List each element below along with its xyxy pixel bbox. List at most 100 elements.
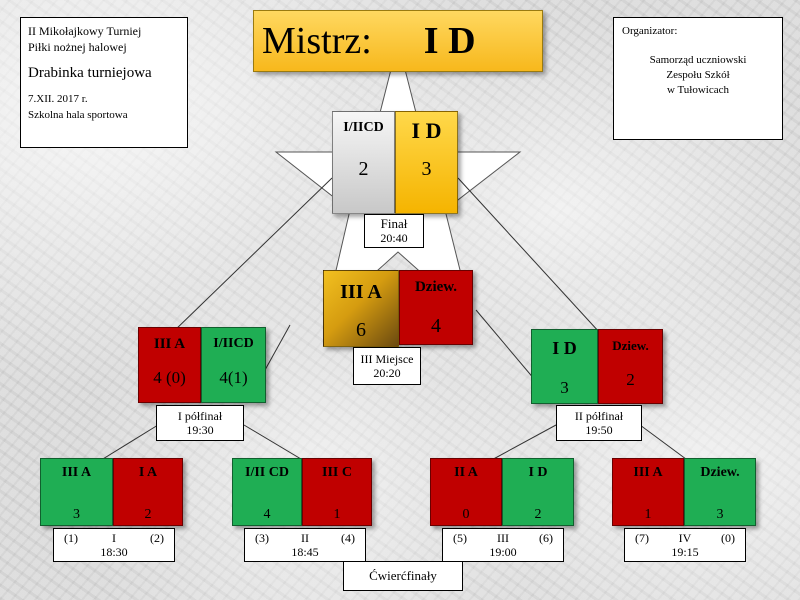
semifinal1-team1-name: III A: [153, 336, 186, 352]
quarterfinal2-round: II: [301, 531, 309, 545]
quarterfinal3-team2-tile: I D 2: [502, 458, 574, 526]
quarterfinal4-team2-tile: Dziew. 3: [684, 458, 756, 526]
semifinal1-label: I półfinał: [177, 409, 223, 423]
quarterfinal1-team1-score: 3: [73, 507, 80, 522]
quarterfinal3-seed1: (5): [453, 531, 467, 545]
third-place-team1-score: 6: [356, 319, 366, 341]
quarterfinal4-team2-score: 3: [716, 507, 724, 522]
quarterfinal1-team1-name: III A: [61, 465, 92, 480]
final-team1-tile: I/IICD 2: [332, 111, 395, 214]
third-place-label-box: III Miejsce 20:20: [353, 347, 421, 385]
final-team2-score: 3: [421, 158, 432, 180]
final-team2-name: I D: [411, 118, 442, 143]
semifinal1-time: 19:30: [186, 423, 214, 437]
semifinal1-team1-score: 4 (0): [153, 368, 186, 387]
champion-label: Mistrz:: [262, 20, 372, 62]
organizer-title: Organizator:: [622, 25, 678, 37]
quarterfinal3-time: 19:00: [489, 545, 517, 559]
quarterfinal2-seeds: (3) II (4): [245, 531, 365, 545]
quarterfinal1-seeds: (1) I (2): [54, 531, 174, 545]
quarterfinal3-team1-score: 0: [462, 507, 470, 522]
semifinal2-label: II półfinał: [574, 409, 624, 423]
quarterfinal2-team2-name: III C: [322, 465, 352, 480]
quarterfinal4-seeds: (7) IV (0): [625, 531, 745, 545]
semifinal1-team2-score: 4(1): [219, 368, 248, 387]
third-place-time: 20:20: [373, 366, 401, 380]
quarterfinal1-team2-score: 2: [144, 507, 152, 522]
quarterfinal2-team2-score: 1: [333, 507, 341, 522]
quarterfinal4-round: IV: [678, 531, 692, 545]
semifinal1-team1-tile: III A 4 (0): [138, 327, 201, 403]
semifinal1-label-box: I półfinał 19:30: [156, 405, 244, 441]
organizer-line2: Zespołu Szkół: [666, 69, 730, 81]
quarterfinal2-label-box: (3) II (4) 18:45: [244, 528, 366, 562]
quarterfinal4-team1-name: III A: [633, 465, 663, 480]
quarterfinal3-seeds: (5) III (6): [443, 531, 563, 545]
quarterfinal1-seed2: (2): [150, 531, 164, 545]
quarterfinal3-team2-name: I D: [528, 465, 548, 480]
quarterfinal2-team1-name: I/II CD: [245, 465, 289, 480]
quarterfinal4-seed1: (7): [635, 531, 649, 545]
final-team2-tile: I D 3: [395, 111, 458, 214]
quarterfinal4-label-box: (7) IV (0) 19:15: [624, 528, 746, 562]
quarterfinal4-team2-name: Dziew.: [700, 465, 740, 480]
semifinal2-team1-tile: I D 3: [531, 329, 598, 404]
semifinal2-team1-score: 3: [560, 378, 569, 397]
semifinal1-team2-tile: I/IICD 4(1): [201, 327, 266, 403]
quarterfinal3-round: III: [497, 531, 509, 545]
quarterfinal1-label-box: (1) I (2) 18:30: [53, 528, 175, 562]
quarterfinal2-time: 18:45: [291, 545, 319, 559]
final-team1-name: I/IICD: [343, 120, 384, 135]
semifinal1-team2-name: I/IICD: [213, 336, 254, 351]
quarterfinal3-seed2: (6): [539, 531, 553, 545]
bracket-heading: Drabinka turniejowa: [28, 65, 152, 81]
quarterfinal1-team2-name: I A: [138, 465, 158, 480]
semifinal2-team1-name: I D: [552, 338, 577, 358]
final-team1-score: 2: [358, 158, 369, 180]
organizer-box: Organizator: Samorząd uczniowski Zespołu…: [613, 17, 783, 140]
organizer-line3: w Tułowicach: [666, 84, 730, 96]
third-place-team2-tile: Dziew. 4: [399, 270, 473, 345]
quarterfinal2-team2-tile: III C 1: [302, 458, 372, 526]
semifinal2-label-box: II półfinał 19:50: [556, 405, 642, 441]
quarterfinal4-time: 19:15: [671, 545, 699, 559]
semifinal2-team2-tile: Dziew. 2: [598, 329, 663, 404]
quarterfinal3-team1-tile: II A 0: [430, 458, 502, 526]
final-label: Finał: [380, 216, 408, 231]
quarterfinal1-round: I: [112, 531, 116, 545]
third-place-team2-name: Dziew.: [414, 279, 458, 295]
semifinal2-team2-score: 2: [626, 370, 635, 389]
semifinal2-time: 19:50: [585, 423, 613, 437]
quarterfinal4-team1-tile: III A 1: [612, 458, 684, 526]
quarterfinal1-team1-tile: III A 3: [40, 458, 113, 526]
quarterfinal1-team2-tile: I A 2: [113, 458, 183, 526]
third-place-label: III Miejsce: [360, 352, 414, 366]
semifinal2-team2-name: Dziew.: [612, 338, 649, 353]
quarterfinals-caption: Ćwierćfinały: [343, 561, 463, 591]
quarterfinal1-seed1: (1): [64, 531, 78, 545]
quarterfinal2-seed1: (3): [255, 531, 269, 545]
quarterfinal3-label-box: (5) III (6) 19:00: [442, 528, 564, 562]
champion-team: I D: [423, 20, 476, 62]
tournament-date: 7.XII. 2017 r.: [28, 93, 88, 105]
tournament-venue: Szkolna hala sportowa: [28, 109, 128, 121]
tournament-title-line1: II Mikołajkowy Turniej: [28, 24, 142, 38]
quarterfinal3-team1-name: II A: [454, 465, 478, 480]
organizer-line1: Samorząd uczniowski: [649, 54, 747, 66]
final-time: 20:40: [380, 231, 408, 245]
quarterfinals-label: Ćwierćfinały: [369, 568, 437, 583]
quarterfinal2-team1-score: 4: [263, 507, 271, 522]
champion-banner: Mistrz: I D: [253, 10, 543, 72]
third-place-team1-tile: III A 6: [323, 270, 399, 347]
tournament-title-line2: Piłki nożnej halowej: [28, 40, 127, 54]
third-place-team1-name: III A: [340, 281, 382, 303]
quarterfinal2-team1-tile: I/II CD 4: [232, 458, 302, 526]
quarterfinal2-seed2: (4): [341, 531, 355, 545]
quarterfinal4-team1-score: 1: [644, 507, 652, 522]
quarterfinal3-team2-score: 2: [534, 507, 542, 522]
final-label-box: Finał 20:40: [364, 214, 424, 248]
third-place-team2-score: 4: [431, 315, 441, 337]
quarterfinal1-time: 18:30: [100, 545, 128, 559]
quarterfinal4-seed2: (0): [720, 531, 735, 545]
tournament-info-box: II Mikołajkowy Turniej Piłki nożnej halo…: [20, 17, 188, 148]
